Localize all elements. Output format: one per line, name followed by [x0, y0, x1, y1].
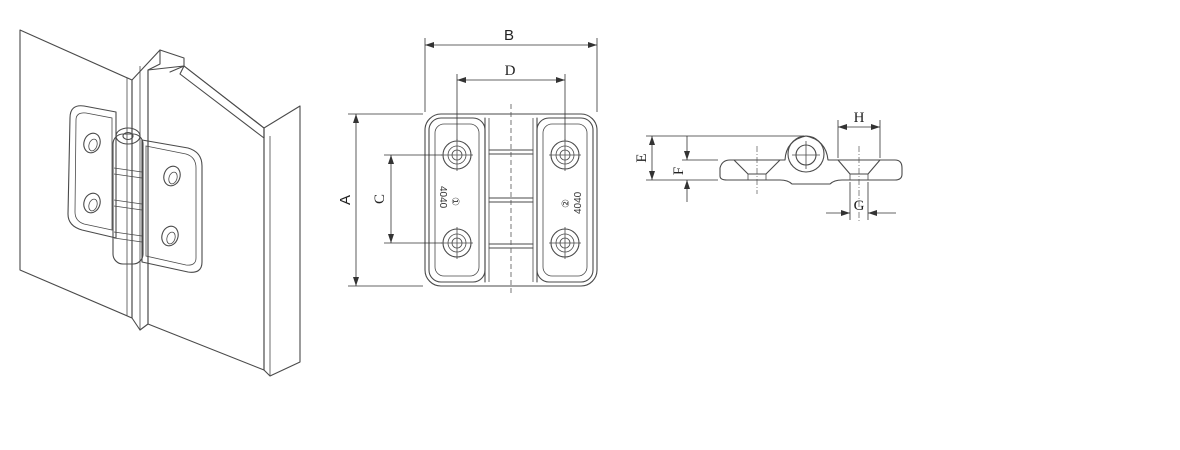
- dimension-a: A: [337, 113, 423, 287]
- screw-hole-icon: [163, 165, 181, 187]
- dimension-label-g: G: [854, 198, 865, 214]
- dimension-label-b: B: [504, 27, 514, 44]
- dimension-label-c: C: [372, 194, 388, 204]
- left-leaf-symbol: ①: [449, 197, 460, 206]
- screw-hole-icon: [549, 139, 581, 171]
- dimension-label-f: F: [671, 167, 687, 175]
- dimension-d: D: [456, 63, 566, 140]
- dimension-g: G: [826, 182, 896, 220]
- hinge-pin-icon: [115, 127, 141, 145]
- hinge-left-leaf: [67, 105, 117, 239]
- slot-profile: [131, 49, 185, 331]
- side-profile: [719, 135, 903, 185]
- screw-hole-icon: [83, 132, 101, 154]
- left-leaf-number: 4040: [437, 186, 448, 209]
- dimension-label-a: A: [337, 195, 354, 205]
- right-leaf-number: 4040: [573, 191, 584, 214]
- dimension-b: B: [424, 27, 598, 112]
- screw-hole-icon: [549, 227, 581, 259]
- screw-hole-icon: [83, 192, 101, 214]
- dimension-f: F: [671, 136, 718, 202]
- side-view: E F H G: [634, 110, 903, 222]
- dimension-label-h: H: [854, 110, 865, 126]
- screw-hole-icon: [441, 227, 473, 259]
- front-view: 4040 ① 4040 ② B D A: [337, 27, 598, 294]
- front-screw-holes: [441, 139, 581, 259]
- dimension-h: H: [837, 110, 881, 158]
- dimension-label-d: D: [505, 63, 516, 79]
- right-leaf-symbol: ②: [561, 199, 572, 208]
- hinge-knuckle: [112, 127, 144, 265]
- isometric-view: [19, 29, 301, 377]
- screw-hole-icon: [161, 225, 179, 247]
- hinge-right-leaf: [141, 139, 203, 273]
- knuckle-region: [484, 104, 538, 294]
- dimension-e: E: [634, 135, 804, 181]
- knuckle-circle: [787, 135, 825, 173]
- screw-hole-icon: [441, 139, 473, 171]
- dimension-label-e: E: [634, 153, 650, 162]
- dimension-c: C: [372, 154, 442, 244]
- right-profile-panel: [147, 65, 301, 377]
